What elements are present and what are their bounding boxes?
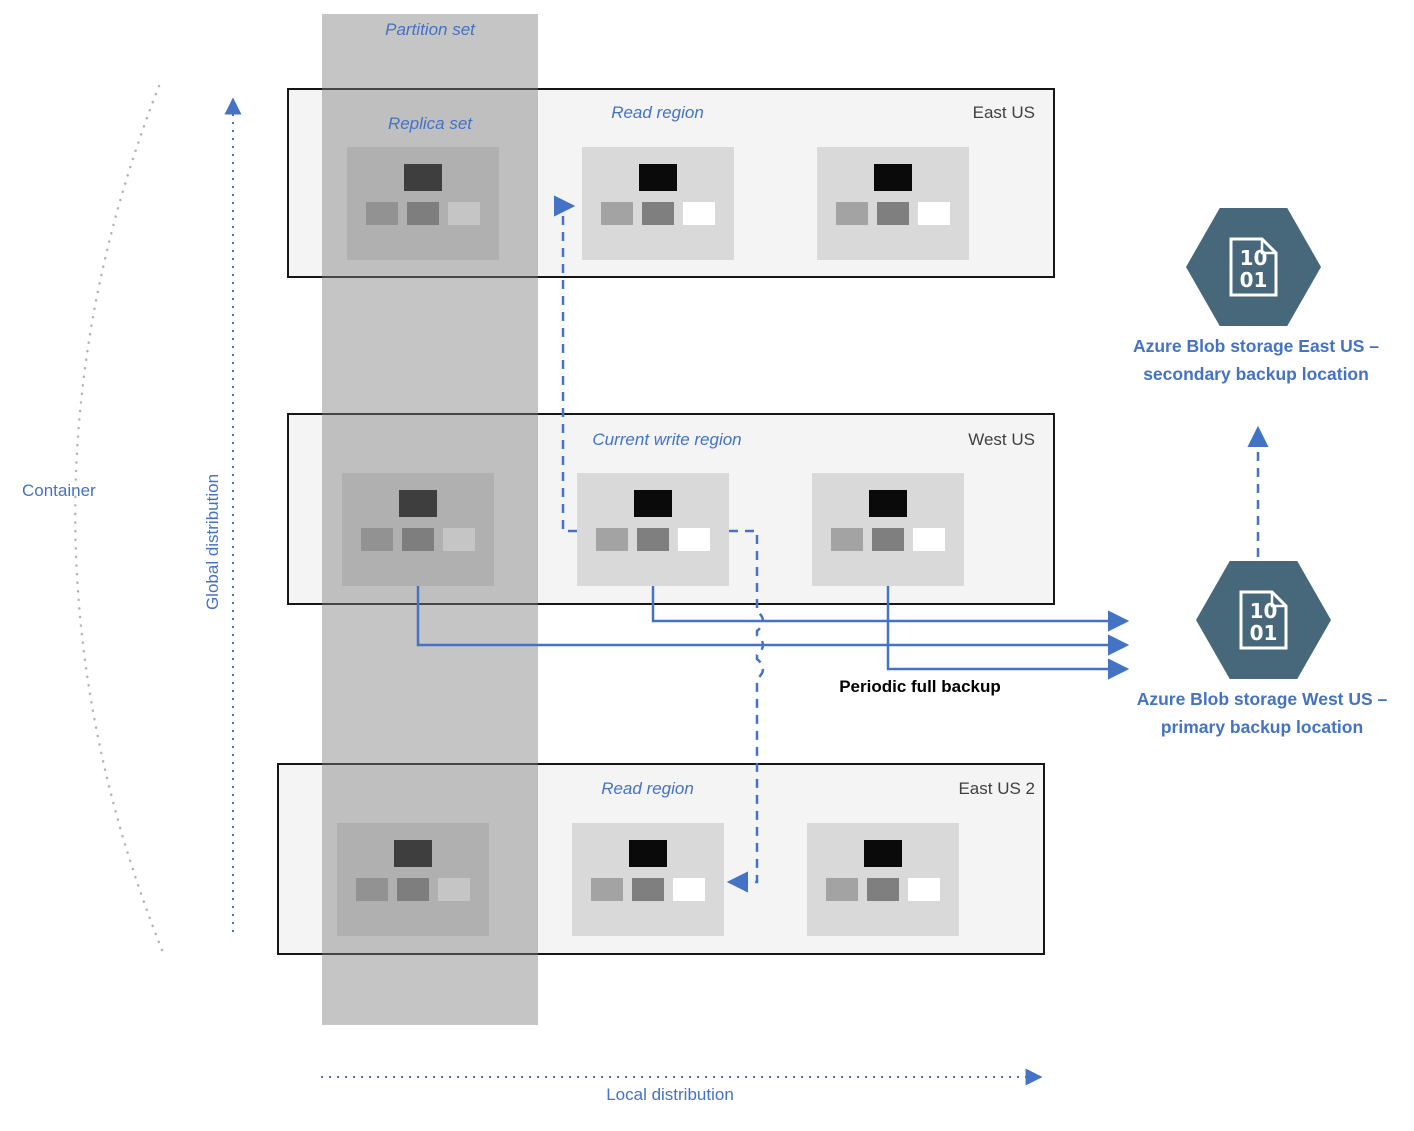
- blob-storage-west-label: Azure Blob storage West US – primary bac…: [1136, 689, 1388, 737]
- replica-node: [913, 528, 945, 551]
- replica-node: [683, 202, 715, 225]
- partition-set-band: [322, 14, 538, 1025]
- replica-node: [877, 202, 909, 225]
- doc-binary-line-1: 10: [1250, 599, 1278, 623]
- replica-node-leader: [394, 840, 432, 867]
- replica-node: [438, 878, 470, 901]
- replica-node: [361, 528, 393, 551]
- replica-node-leader: [634, 490, 672, 517]
- region-name-east-us-2: East US 2: [958, 779, 1035, 798]
- replica-node-leader: [874, 164, 912, 191]
- replica-node-leader: [399, 490, 437, 517]
- replica-node: [642, 202, 674, 225]
- replica-node-leader: [629, 840, 667, 867]
- replica-node-leader: [639, 164, 677, 191]
- replica-node: [836, 202, 868, 225]
- container-label: Container: [22, 481, 96, 500]
- region-name-west-us: West US: [968, 430, 1035, 449]
- replica-cluster: [807, 823, 959, 936]
- replica-node: [448, 202, 480, 225]
- replica-cluster: [572, 823, 724, 936]
- replica-node-leader: [864, 840, 902, 867]
- replica-node: [908, 878, 940, 901]
- region-role-east-us-2: Read region: [601, 779, 694, 798]
- hexagon-shape: [1186, 208, 1321, 326]
- doc-binary-line-2: 01: [1240, 268, 1268, 292]
- hexagon-shape: [1196, 561, 1331, 679]
- document-glyph: [1239, 590, 1288, 650]
- blob-storage-east-label: Azure Blob storage East US – secondary b…: [1132, 336, 1380, 384]
- doc-binary-line-1: 10: [1240, 246, 1268, 270]
- document-glyph: [1229, 237, 1278, 297]
- replica-cluster: [582, 147, 734, 260]
- replica-node-leader: [869, 490, 907, 517]
- region-role-west-us: Current write region: [592, 430, 742, 449]
- document-fold: [1260, 239, 1276, 255]
- replica-node: [397, 878, 429, 901]
- replica-node: [366, 202, 398, 225]
- global-distribution-label: Global distribution: [203, 473, 222, 611]
- replica-node: [601, 202, 633, 225]
- replica-node: [872, 528, 904, 551]
- replica-node: [407, 202, 439, 225]
- blob-storage-west-icon: 10 01: [1196, 561, 1331, 684]
- doc-binary-line-2: 01: [1250, 621, 1278, 645]
- replica-node: [867, 878, 899, 901]
- replica-cluster: [347, 147, 499, 260]
- replica-cluster: [812, 473, 964, 586]
- blob-storage-east-icon: 10 01: [1186, 208, 1321, 331]
- region-role-east-us: Read region: [611, 103, 704, 122]
- replica-node: [632, 878, 664, 901]
- replica-cluster: [577, 473, 729, 586]
- replica-node: [918, 202, 950, 225]
- replica-node: [402, 528, 434, 551]
- replica-node: [637, 528, 669, 551]
- replica-set-label: Replica set: [387, 114, 473, 133]
- replica-node: [596, 528, 628, 551]
- replica-node: [443, 528, 475, 551]
- replica-node: [826, 878, 858, 901]
- replica-cluster: [342, 473, 494, 586]
- replica-node: [356, 878, 388, 901]
- region-name-east-us: East US: [972, 103, 1035, 122]
- document-fold: [1270, 592, 1286, 608]
- replica-node: [678, 528, 710, 551]
- replica-node: [591, 878, 623, 901]
- replica-node-leader: [404, 164, 442, 191]
- container-scope-arc: [74, 84, 164, 952]
- replica-cluster: [817, 147, 969, 260]
- periodic-full-backup-label: Periodic full backup: [839, 677, 1001, 696]
- partition-set-label: Partition set: [385, 20, 475, 39]
- local-distribution-label: Local distribution: [606, 1085, 734, 1104]
- replica-cluster: [337, 823, 489, 936]
- replica-node: [673, 878, 705, 901]
- replica-node: [831, 528, 863, 551]
